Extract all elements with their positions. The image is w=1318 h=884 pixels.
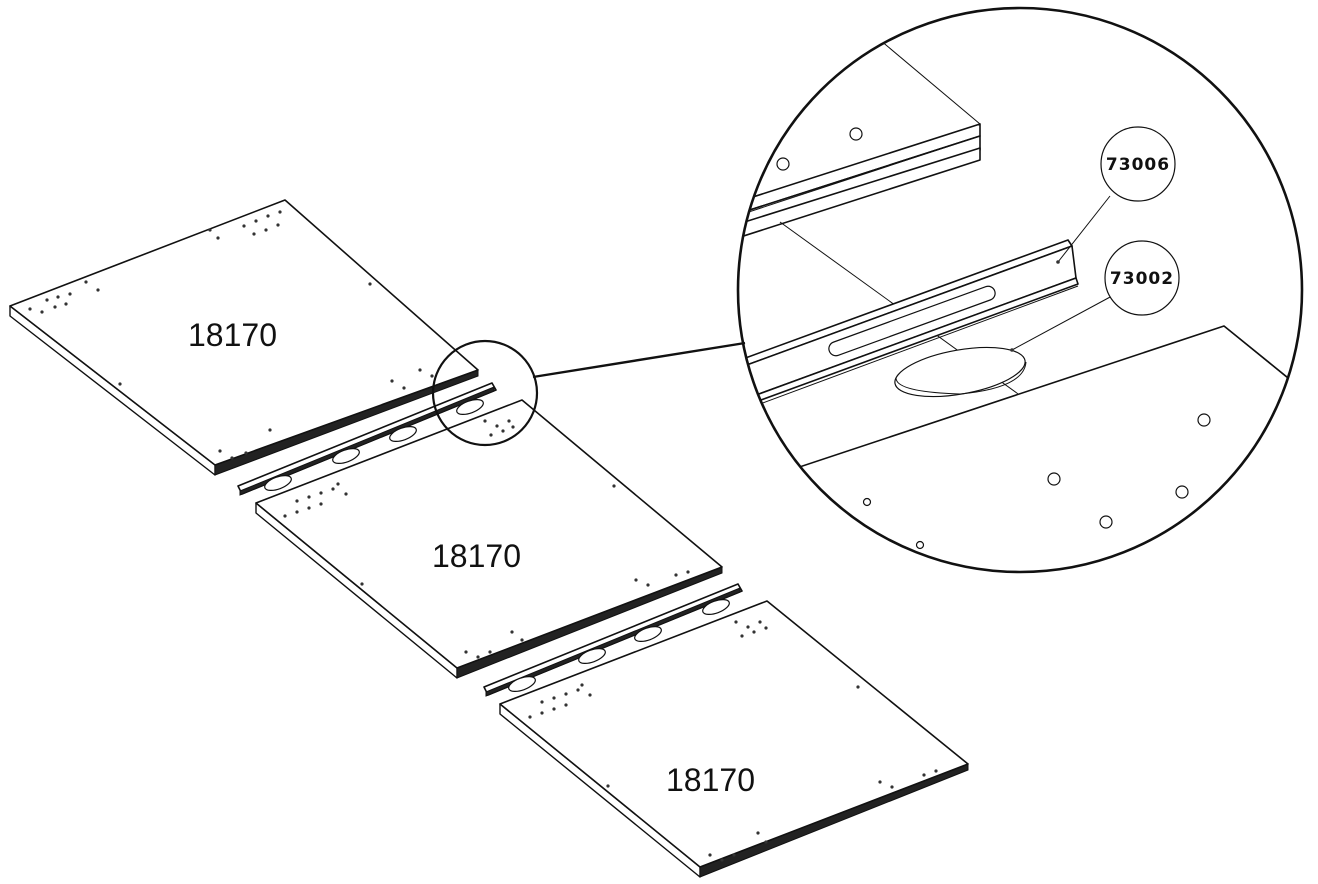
connector-rail-lower xyxy=(483,583,743,697)
callout-rail-label: 73006 xyxy=(1106,155,1170,175)
panel-top-holes xyxy=(28,210,434,460)
panel-top: 18170 xyxy=(9,199,479,476)
detail-view: 73006 73002 xyxy=(736,6,1304,574)
panel-bottom-label: 18170 xyxy=(666,762,755,798)
connector-discs-lower xyxy=(508,599,730,692)
panel-top-label: 18170 xyxy=(188,317,277,353)
callout-disc: 73002 xyxy=(1010,240,1180,352)
callout-disc-label: 73002 xyxy=(1110,269,1174,289)
panel-middle: 18170 xyxy=(255,399,723,679)
detail-marker xyxy=(431,339,746,447)
panel-bottom-holes xyxy=(528,620,938,862)
connector-rail-upper xyxy=(237,382,497,496)
connector-discs-upper xyxy=(264,399,484,491)
panel-bottom: 18170 xyxy=(499,600,969,878)
panel-middle-holes xyxy=(283,419,690,659)
callout-rail: 73006 xyxy=(1056,126,1176,264)
panel-middle-label: 18170 xyxy=(432,538,521,574)
